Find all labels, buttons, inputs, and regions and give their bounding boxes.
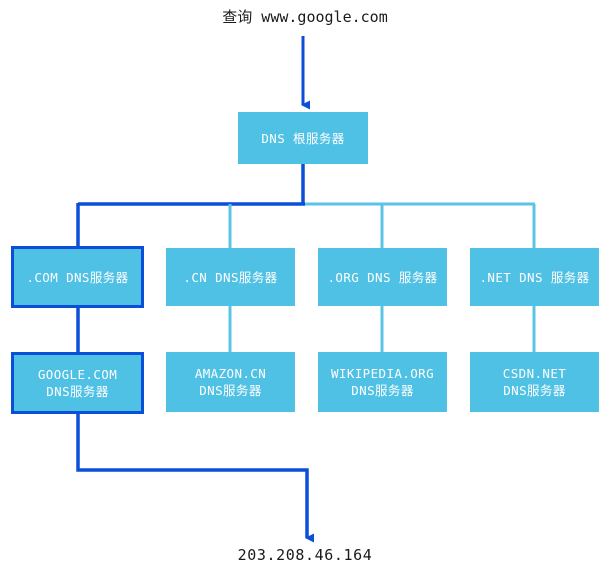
node-label: .NET DNS 服务器	[479, 269, 590, 285]
node-tld-com[interactable]: .COM DNS服务器	[11, 246, 144, 308]
node-label-line2: DNS服务器	[46, 384, 109, 399]
node-label-line2: DNS服务器	[199, 383, 262, 398]
node-tld-net[interactable]: .NET DNS 服务器	[470, 248, 599, 306]
node-label-line1: WIKIPEDIA.ORG	[330, 366, 435, 381]
node-label-line1: AMAZON.CN	[194, 366, 267, 381]
node-label-line2: DNS服务器	[351, 383, 414, 398]
node-tld-cn[interactable]: .CN DNS服务器	[166, 248, 295, 306]
node-auth-amazon-cn[interactable]: AMAZON.CN DNS服务器	[166, 352, 295, 412]
node-tld-org[interactable]: .ORG DNS 服务器	[318, 248, 447, 306]
query-label: 查询 www.google.com	[222, 8, 388, 26]
node-label: .ORG DNS 服务器	[327, 269, 438, 285]
node-label: .COM DNS服务器	[26, 269, 129, 285]
node-label: .CN DNS服务器	[183, 269, 278, 285]
node-label: DNS 根服务器	[261, 130, 345, 146]
node-label-line1: CSDN.NET	[502, 366, 567, 381]
node-dns-root[interactable]: DNS 根服务器	[238, 112, 368, 164]
node-label-line1: GOOGLE.COM	[37, 367, 118, 382]
node-label-line2: DNS服务器	[503, 383, 566, 398]
node-auth-wikipedia-org[interactable]: WIKIPEDIA.ORG DNS服务器	[318, 352, 447, 412]
node-auth-google-com[interactable]: GOOGLE.COM DNS服务器	[11, 352, 144, 414]
resolved-ip-label: 203.208.46.164	[237, 546, 373, 564]
node-auth-csdn-net[interactable]: CSDN.NET DNS服务器	[470, 352, 599, 412]
wire-answer-path	[76, 413, 314, 543]
